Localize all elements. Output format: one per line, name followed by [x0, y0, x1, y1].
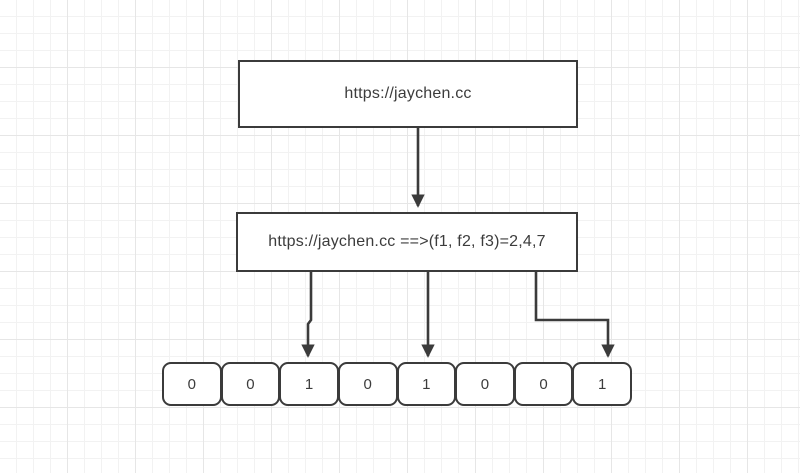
url-node-label: https://jaychen.cc — [344, 85, 472, 102]
bit-cell[interactable]: 0 — [162, 362, 222, 406]
bit-cell-value: 1 — [598, 375, 607, 393]
bit-cell[interactable]: 0 — [220, 362, 281, 406]
bit-cell-value: 0 — [246, 375, 255, 393]
bit-cell-value: 0 — [480, 375, 490, 393]
bit-cell[interactable]: 0 — [337, 362, 398, 406]
hash-node[interactable]: https://jaychen.cc ==>(f1, f2, f3)=2,4,7 — [236, 212, 578, 272]
bit-cell[interactable]: 1 — [279, 362, 339, 406]
url-node[interactable]: https://jaychen.cc — [238, 60, 578, 128]
bit-cell-value: 0 — [363, 375, 372, 393]
connector-hash-to-bit-2 — [301, 272, 315, 358]
bit-array: 0 0 1 0 1 0 0 1 — [162, 362, 632, 406]
bit-cell[interactable]: 0 — [513, 362, 574, 406]
bit-cell-value: 1 — [304, 375, 314, 393]
connector-hash-to-bit-7 — [534, 272, 615, 358]
hash-node-label: https://jaychen.cc ==>(f1, f2, f3)=2,4,7 — [268, 233, 546, 250]
bit-cell-value: 0 — [539, 375, 548, 393]
bit-cell[interactable]: 1 — [572, 362, 632, 406]
bit-cell[interactable]: 0 — [455, 362, 515, 406]
bit-cell-value: 0 — [187, 375, 196, 393]
bit-cell[interactable]: 1 — [396, 362, 457, 406]
bit-cell-value: 1 — [422, 375, 431, 393]
